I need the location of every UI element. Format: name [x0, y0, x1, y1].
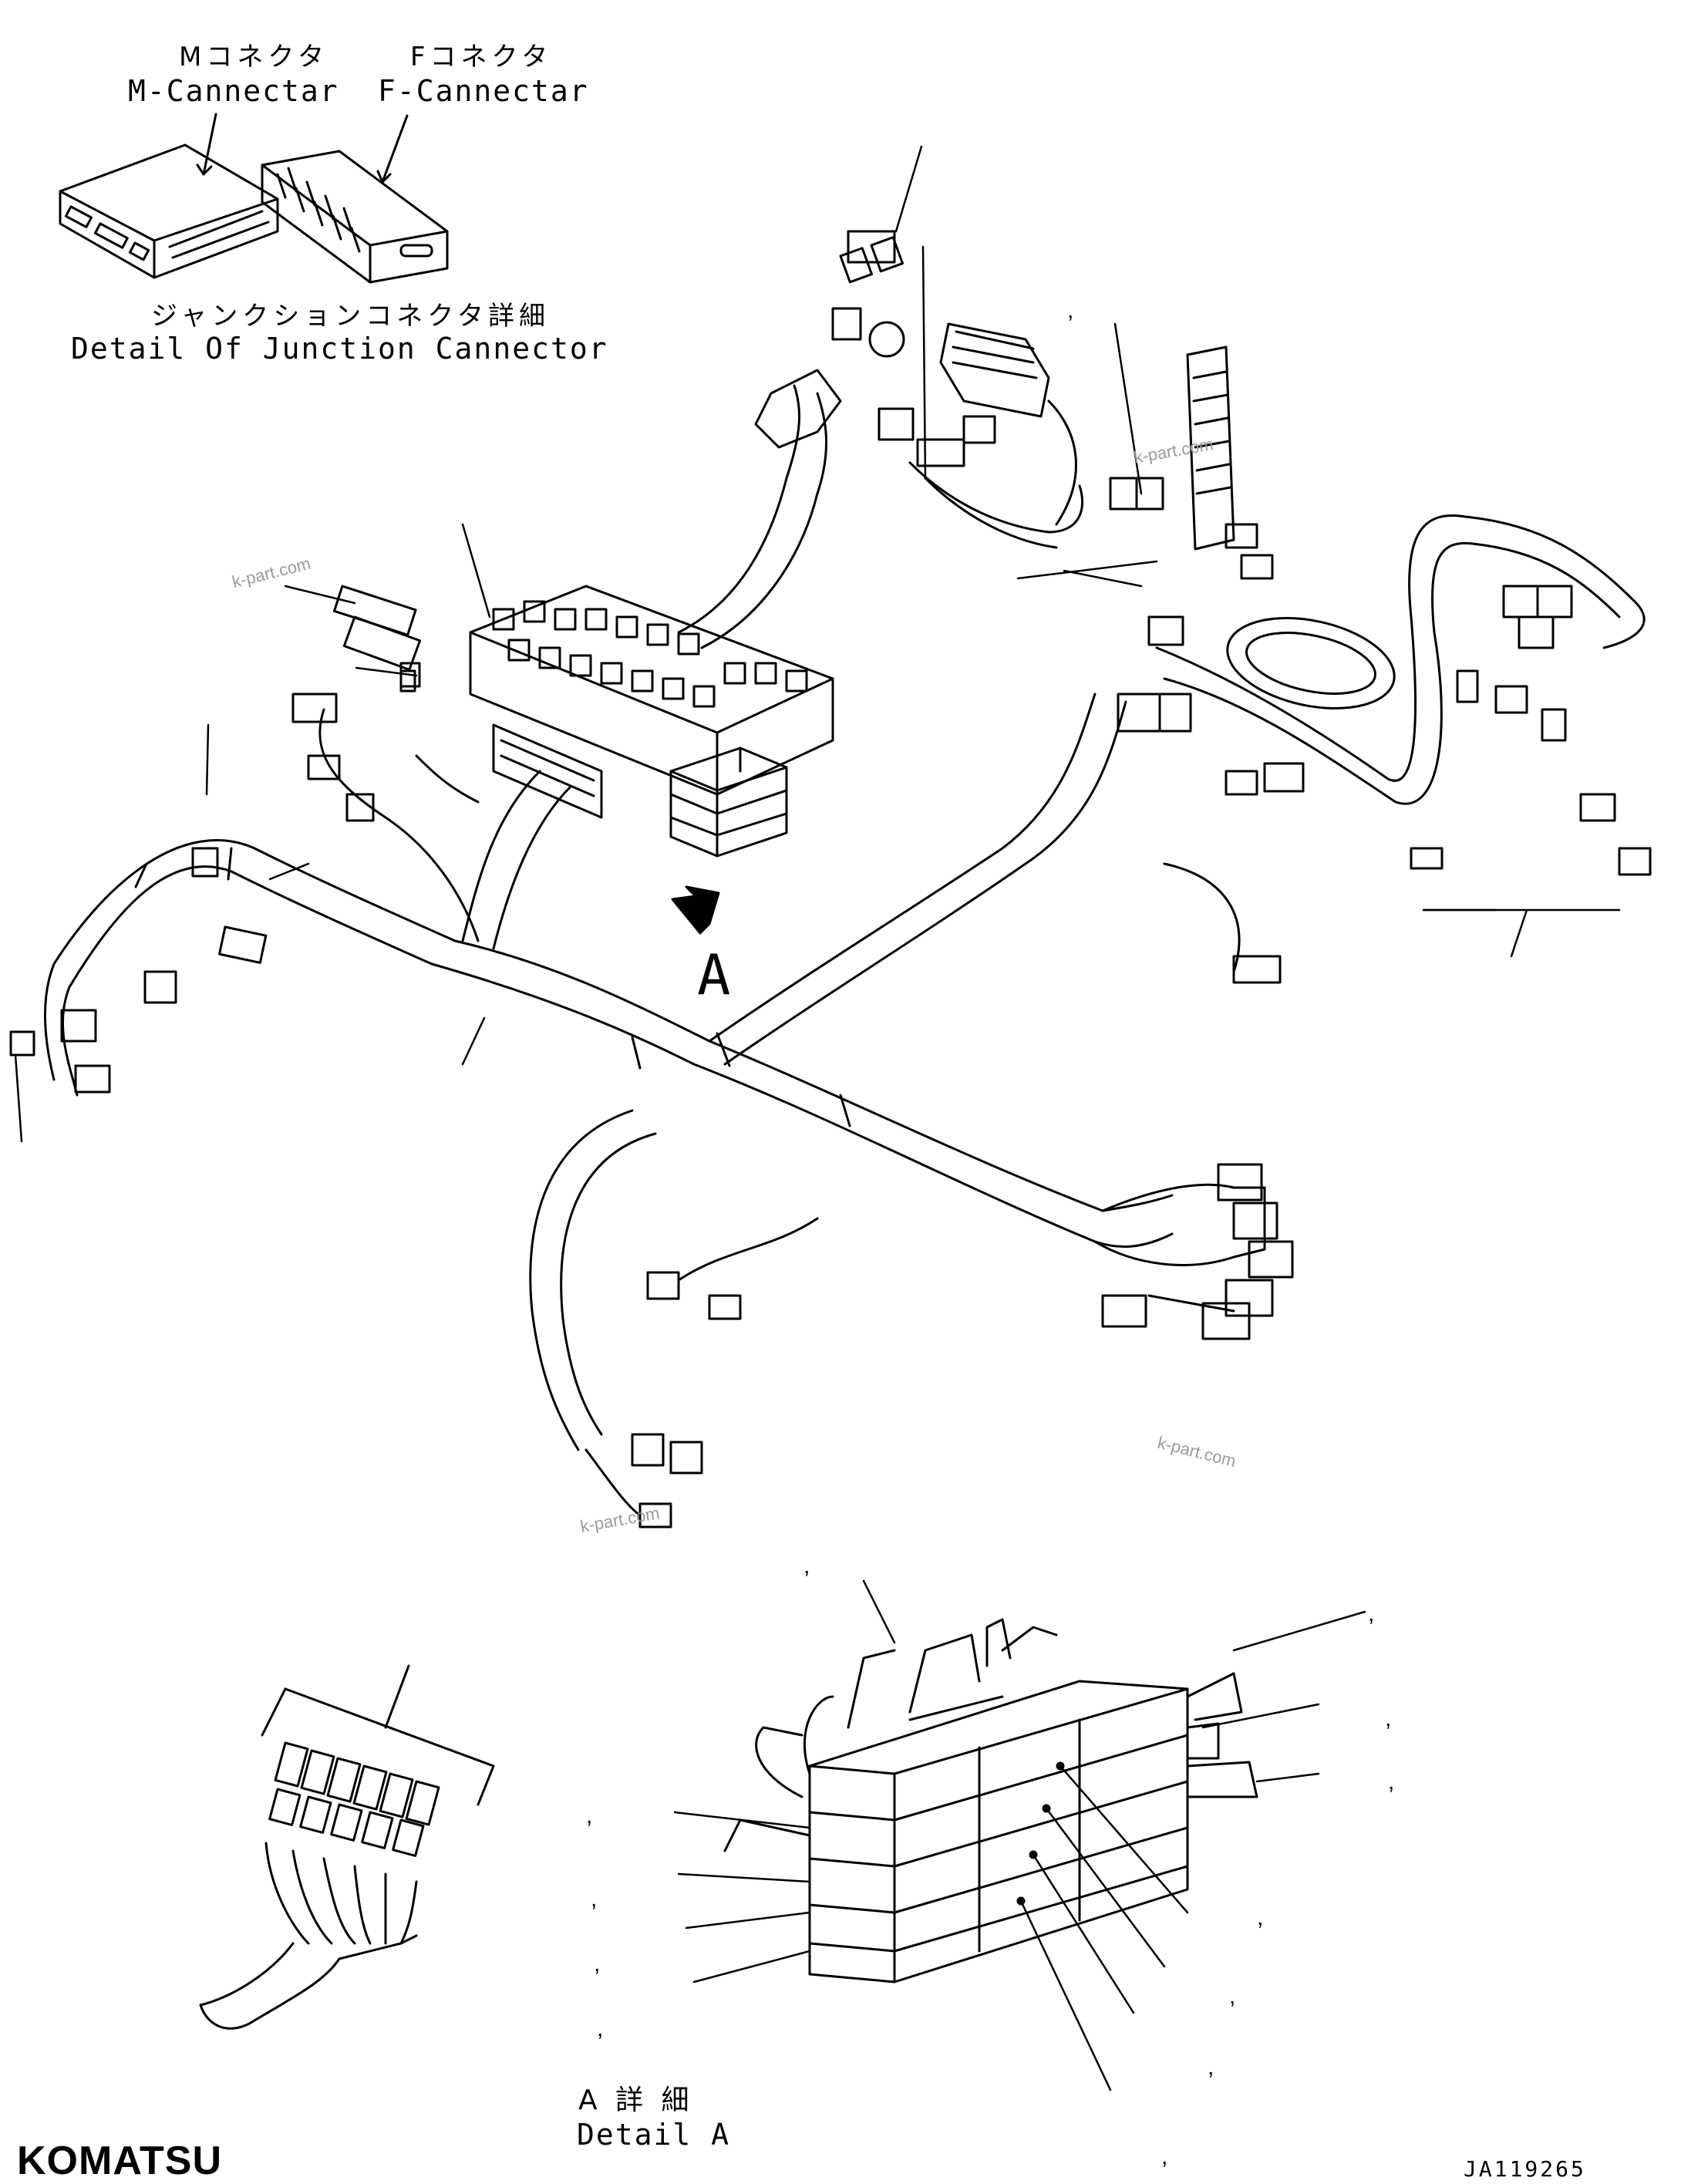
fuse-relay-block [469, 585, 834, 858]
callout-tick: , [1257, 1905, 1264, 1930]
f-connector-label-jp: Fコネクタ [410, 42, 553, 72]
f-connector-leader [381, 114, 409, 184]
junction-detail-label-en: Detail Of Junction Cannector [71, 332, 608, 366]
main-harness [44, 384, 1646, 1451]
view-a-marker: A [697, 942, 731, 1007]
callout-tick: , [1067, 298, 1074, 323]
komatsu-logo: KOMATSU [17, 2138, 223, 2183]
lower-right-connectors [584, 1163, 1294, 1528]
junction-detail-label-jp: ジャンクションコネクタ詳細 [151, 301, 550, 332]
callout-tick: , [803, 1553, 810, 1579]
detail-a-relay-stack [723, 1618, 1258, 1983]
m-connector-arrowhead [196, 163, 213, 176]
left-side-connectors [9, 615, 480, 1094]
f-connector-arrowhead [376, 170, 392, 184]
callout-tick: , [1161, 2144, 1168, 2169]
callout-tick: , [597, 2016, 604, 2041]
callout-tick: , [1208, 2054, 1214, 2080]
top-connector-cluster [754, 236, 1084, 549]
m-connector-label-en: M-Cannectar [128, 74, 339, 108]
f-connector-label-en: F-Cannectar [378, 74, 589, 108]
f-connector-sketch [261, 150, 449, 284]
right-column-connector [1109, 345, 1652, 984]
lower-left-connector-bundle [199, 1664, 495, 2030]
view-a-arrow [671, 885, 720, 935]
callout-tick: , [1368, 1601, 1375, 1626]
detail-a-leaders [673, 1579, 1366, 2091]
callout-tick: , [1229, 1983, 1236, 2009]
callout-tick: , [591, 1886, 598, 1912]
callout-leaders [14, 145, 1621, 1143]
detail-a-title-jp: A 詳 細 [578, 2085, 694, 2116]
callout-tick: , [1385, 1706, 1392, 1731]
m-connector-label-jp: Mコネクタ [179, 42, 328, 72]
m-connector-sketch [59, 143, 279, 279]
callout-tick: , [1388, 1769, 1395, 1795]
detail-a-title-en: Detail A [577, 2118, 731, 2152]
m-connector-leader [202, 113, 217, 176]
drawing-number: JA119265 [1464, 2156, 1586, 2182]
callout-tick: , [586, 1803, 593, 1828]
callout-tick: , [594, 1951, 601, 1977]
